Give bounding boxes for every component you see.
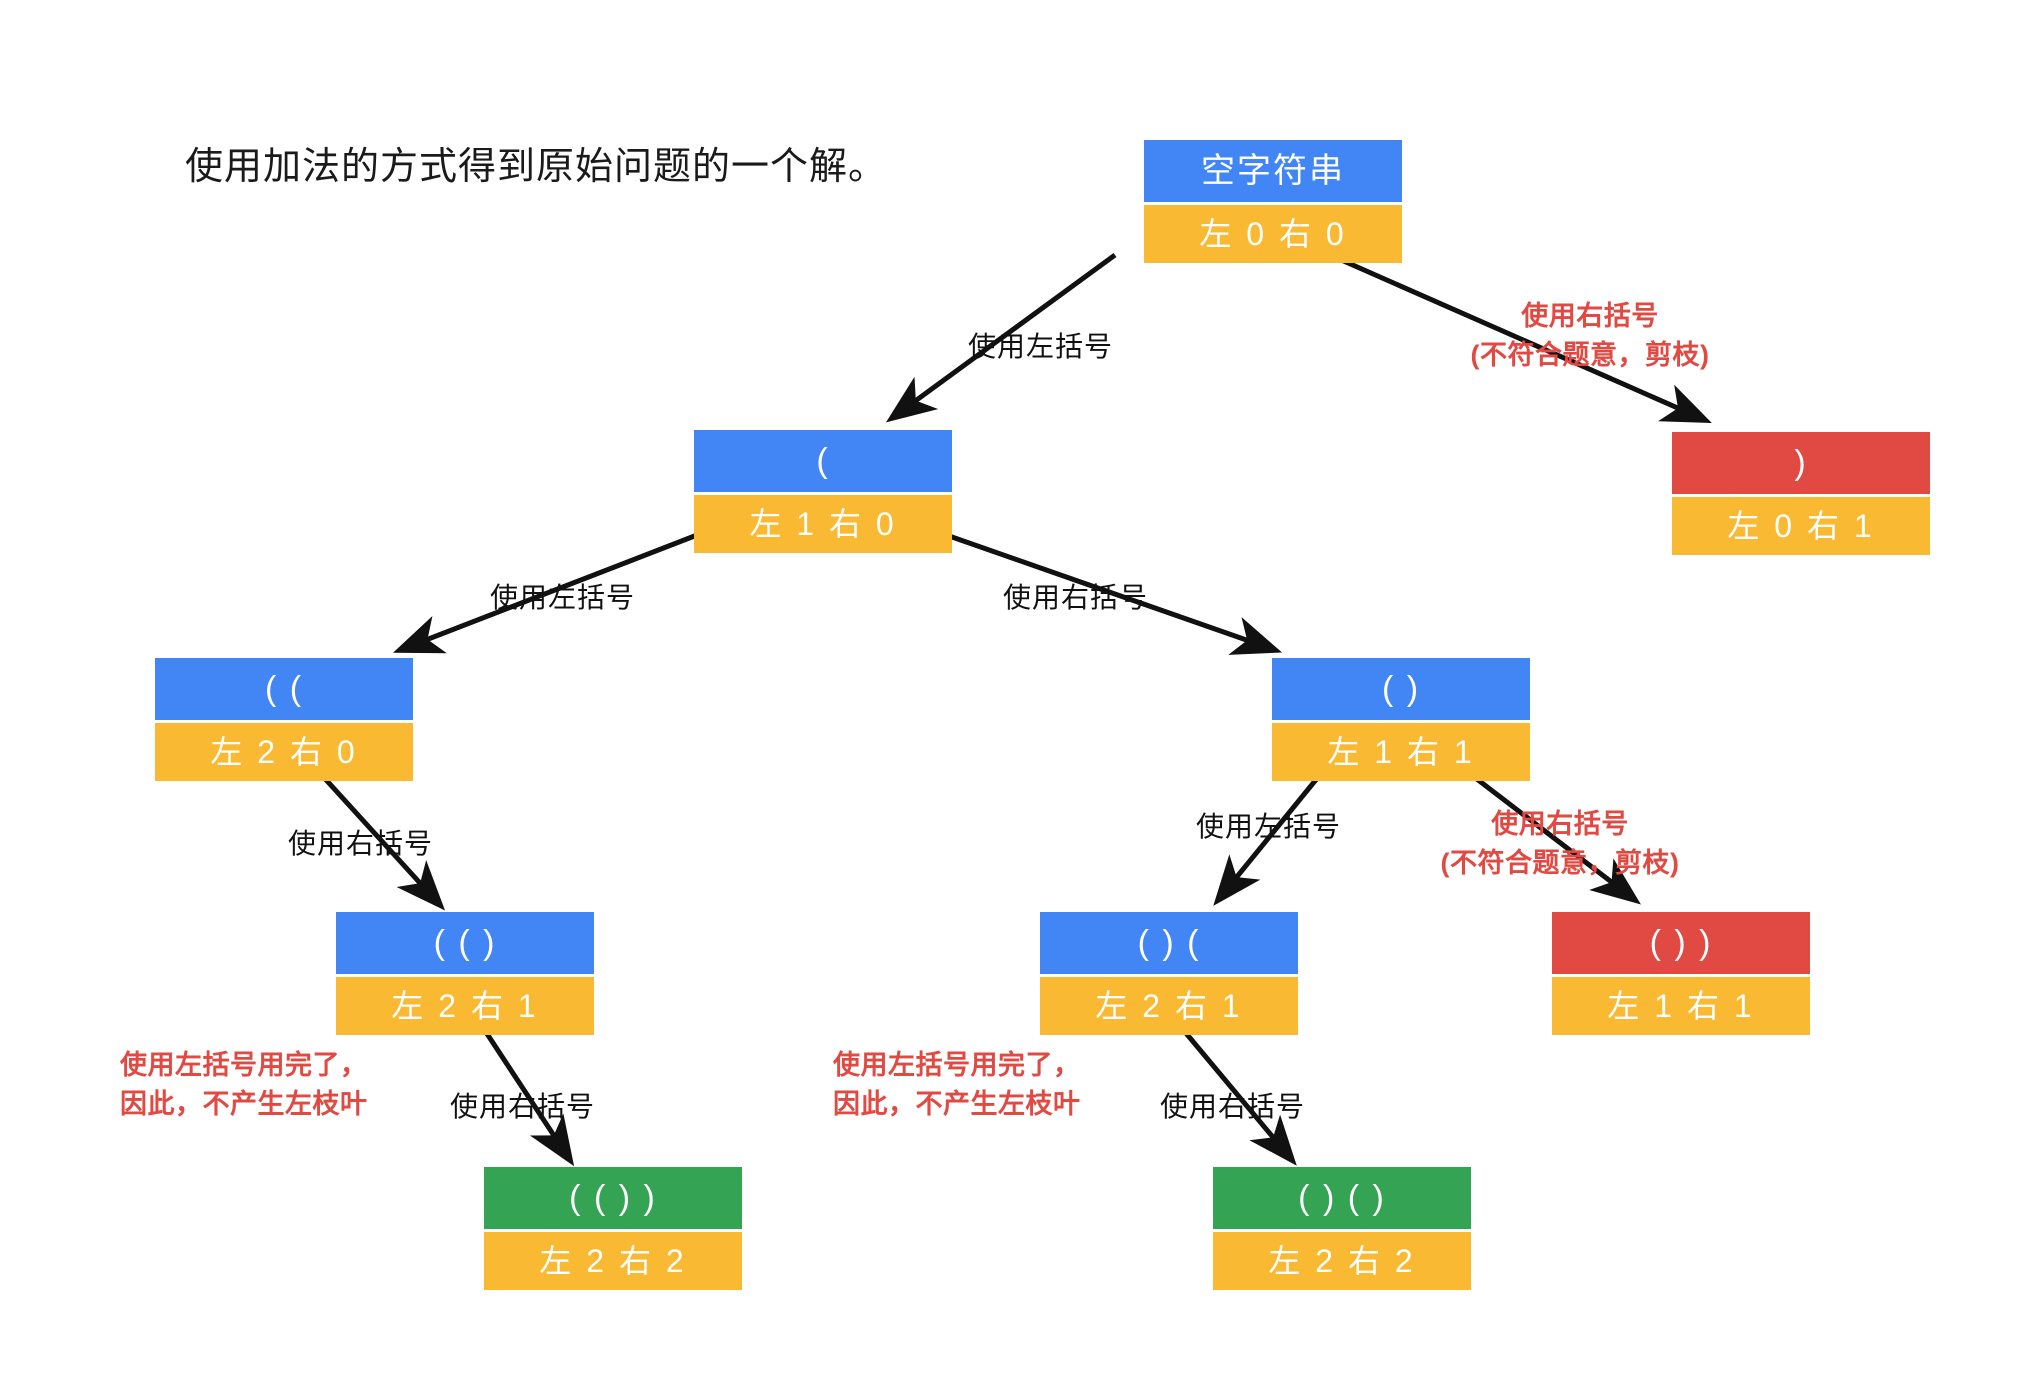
- edge-label-llr-right: 使用右括号: [450, 1091, 596, 1122]
- node-open-open-close: ( ( ) 左 2 右 1: [336, 912, 594, 1035]
- annotation-no-left-branch-llr: 使用左括号用完了， 因此，不产生左枝叶: [120, 1046, 368, 1124]
- annotation-prune-lr-right: 使用右括号 (不符合题意，剪枝): [1410, 805, 1710, 883]
- node-open-close-open-label: ( ) (: [1040, 912, 1298, 974]
- node-double-open-counts: 左 2 右 0: [155, 723, 413, 781]
- annotation-prune-root-right-line1: 使用右括号: [1521, 301, 1659, 331]
- node-open-close: ( ) 左 1 右 1: [1272, 658, 1530, 781]
- edge-label-lrl-right: 使用右括号: [1160, 1091, 1306, 1122]
- annotation-no-left-branch-lrl: 使用左括号用完了， 因此，不产生左枝叶: [833, 1046, 1081, 1124]
- node-open-close-open: ( ) ( 左 2 右 1: [1040, 912, 1298, 1035]
- node-solution-nested-counts: 左 2 右 2: [484, 1232, 742, 1290]
- annotation-no-left-branch-lrl-line2: 因此，不产生左枝叶: [833, 1089, 1081, 1120]
- edge-label-lr-left: 使用左括号: [1196, 811, 1342, 842]
- node-open-paren: ( 左 1 右 0: [694, 430, 952, 553]
- node-open-close-close-pruned-counts: 左 1 右 1: [1552, 977, 1810, 1035]
- node-double-open-label: ( (: [155, 658, 413, 720]
- node-root: 空字符串 左 0 右 0: [1144, 140, 1402, 263]
- node-open-close-close-pruned-label: ( ) ): [1552, 912, 1810, 974]
- node-close-paren-pruned-counts: 左 0 右 1: [1672, 497, 1930, 555]
- node-open-paren-counts: 左 1 右 0: [694, 495, 952, 553]
- edge-label-l1-left: 使用左括号: [490, 582, 636, 613]
- node-root-counts: 左 0 右 0: [1144, 205, 1402, 263]
- edge-label-l1-right: 使用右括号: [1003, 582, 1149, 613]
- annotation-prune-root-right: 使用右括号 (不符合题意，剪枝): [1440, 297, 1740, 375]
- node-open-close-label: ( ): [1272, 658, 1530, 720]
- node-root-label: 空字符串: [1144, 140, 1402, 202]
- node-open-close-close-pruned: ( ) ) 左 1 右 1: [1552, 912, 1810, 1035]
- node-open-open-close-counts: 左 2 右 1: [336, 977, 594, 1035]
- annotation-prune-root-right-line2: (不符合题意，剪枝): [1470, 340, 1710, 371]
- node-solution-nested: ( ( ) ) 左 2 右 2: [484, 1167, 742, 1290]
- node-double-open: ( ( 左 2 右 0: [155, 658, 413, 781]
- annotation-no-left-branch-llr-line2: 因此，不产生左枝叶: [120, 1089, 368, 1120]
- node-close-paren-pruned-label: ): [1672, 432, 1930, 494]
- edge-label-root-left: 使用左括号: [968, 331, 1114, 362]
- node-open-close-open-counts: 左 2 右 1: [1040, 977, 1298, 1035]
- annotation-prune-lr-right-line1: 使用右括号: [1491, 809, 1629, 839]
- page-title: 使用加法的方式得到原始问题的一个解。: [185, 146, 888, 188]
- node-open-open-close-label: ( ( ): [336, 912, 594, 974]
- annotation-prune-lr-right-line2: (不符合题意，剪枝): [1440, 848, 1680, 879]
- node-open-close-counts: 左 1 右 1: [1272, 723, 1530, 781]
- annotation-no-left-branch-llr-line1: 使用左括号用完了，: [120, 1050, 368, 1080]
- node-open-paren-label: (: [694, 430, 952, 492]
- node-solution-sequential-label: ( ) ( ): [1213, 1167, 1471, 1229]
- edge-label-ll-right: 使用右括号: [288, 828, 434, 859]
- node-close-paren-pruned: ) 左 0 右 1: [1672, 432, 1930, 555]
- node-solution-sequential: ( ) ( ) 左 2 右 2: [1213, 1167, 1471, 1290]
- node-solution-nested-label: ( ( ) ): [484, 1167, 742, 1229]
- annotation-no-left-branch-lrl-line1: 使用左括号用完了，: [833, 1050, 1081, 1080]
- node-solution-sequential-counts: 左 2 右 2: [1213, 1232, 1471, 1290]
